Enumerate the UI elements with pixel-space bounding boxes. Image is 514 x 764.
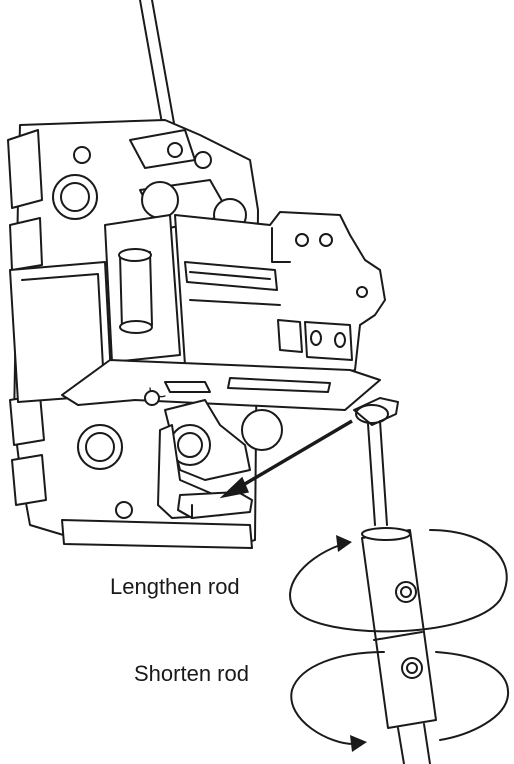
lengthen-rotation-indicator	[289, 529, 508, 633]
shorten-rod-label: Shorten rod	[134, 661, 249, 686]
lengthen-rod-label: Lengthen rod	[110, 574, 240, 599]
shorten-rotation-indicator	[290, 651, 510, 752]
upper-hole	[52, 174, 98, 220]
direction-arrow	[219, 419, 353, 499]
adjustable-rod	[353, 397, 437, 764]
lower-hole	[77, 424, 123, 470]
upper-rod	[139, 0, 178, 141]
latch-mechanism	[7, 119, 386, 549]
